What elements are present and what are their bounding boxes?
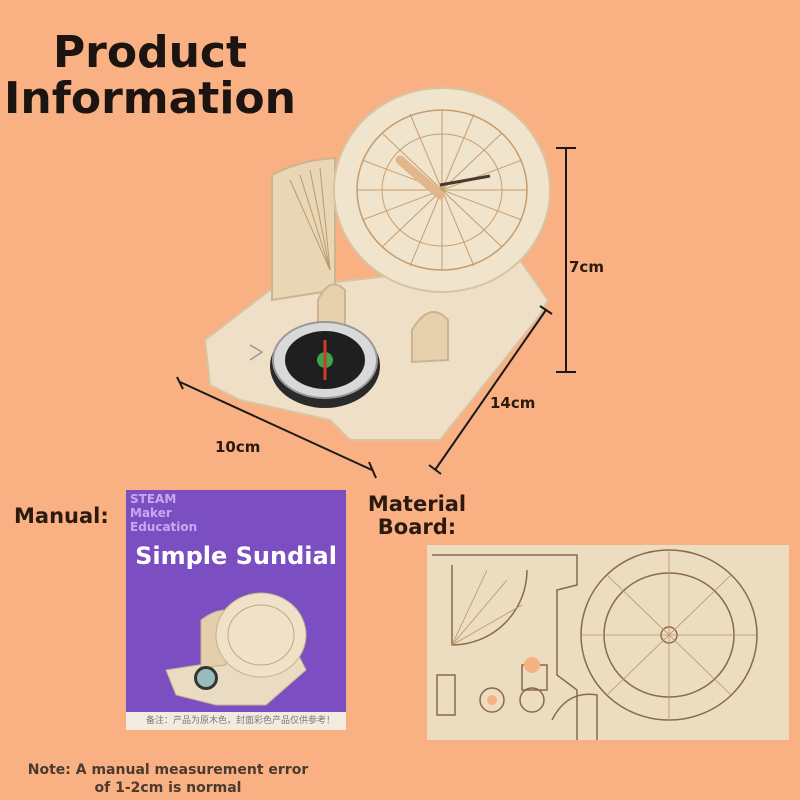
material-board-label-text: Material Board: xyxy=(367,492,467,539)
height-dimension-label: 7cm xyxy=(569,258,604,276)
material-board-label: Material Board: xyxy=(362,493,472,539)
manual-cover-footer: 备注：产品为原木色，封面彩色产品仅供参考！ xyxy=(126,712,346,730)
page-title: Product Information xyxy=(4,27,296,124)
depth-dimension-label: 14cm xyxy=(490,394,536,412)
manual-label: Manual: xyxy=(14,504,109,528)
manual-cover-tag: STEAM Maker Education xyxy=(130,492,198,534)
material-board-cutouts xyxy=(432,549,758,740)
manual-cover-title: Simple Sundial xyxy=(135,542,337,570)
manual-cover-image: STEAM Maker Education Simple Sundial 备注：… xyxy=(126,490,346,730)
measurement-note: Note: A manual measurement error of 1-2c… xyxy=(27,762,309,796)
manual-sundial-illustration xyxy=(165,592,307,706)
width-dimension-label: 10cm xyxy=(215,438,261,456)
material-board-image xyxy=(427,545,789,740)
sundial-product-image xyxy=(176,87,576,479)
